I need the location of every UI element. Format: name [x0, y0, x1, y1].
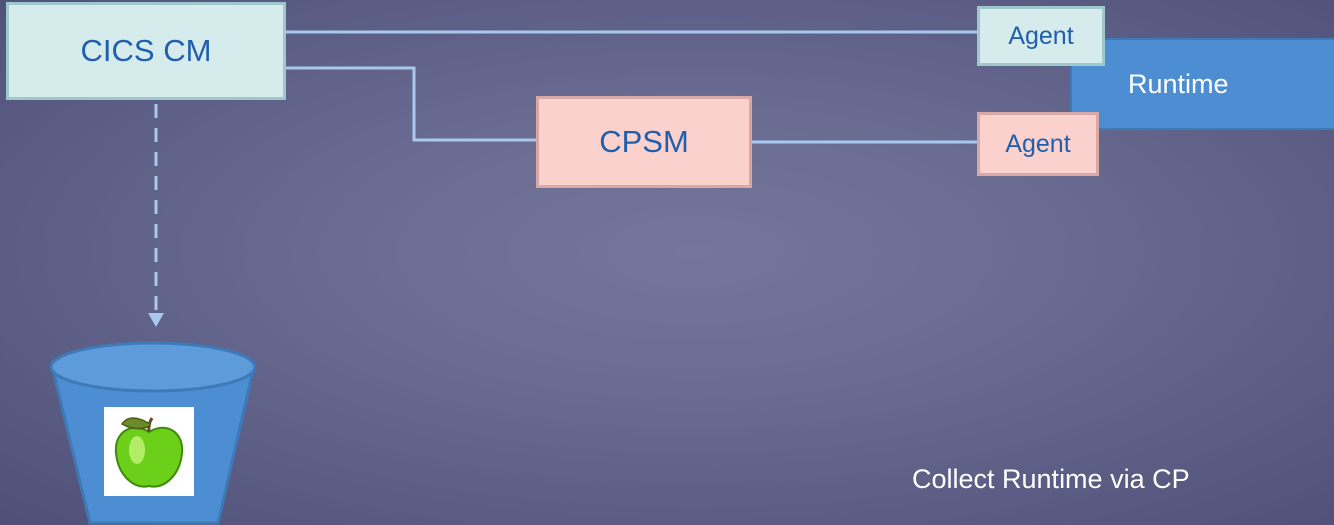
diagram-caption: Collect Runtime via CP — [912, 464, 1190, 494]
runtime-label: Runtime — [1128, 68, 1229, 99]
cics-cm-node: CICS CM — [6, 2, 286, 100]
agent-node-top: Agent — [977, 6, 1105, 66]
agent-bottom-label: Agent — [1005, 129, 1071, 158]
cics-cm-label: CICS CM — [80, 33, 212, 68]
runtime-node: Runtime — [1070, 38, 1334, 130]
agent-node-bottom: Agent — [977, 112, 1099, 176]
cpsm-label: CPSM — [599, 124, 689, 159]
agent-top-label: Agent — [1008, 21, 1074, 50]
cpsm-node: CPSM — [536, 96, 752, 188]
arrowhead-down-icon — [148, 313, 164, 327]
cics-to-cpsm-line — [286, 66, 536, 142]
green-apple-icon — [104, 407, 194, 496]
bucket-icon — [49, 341, 257, 525]
